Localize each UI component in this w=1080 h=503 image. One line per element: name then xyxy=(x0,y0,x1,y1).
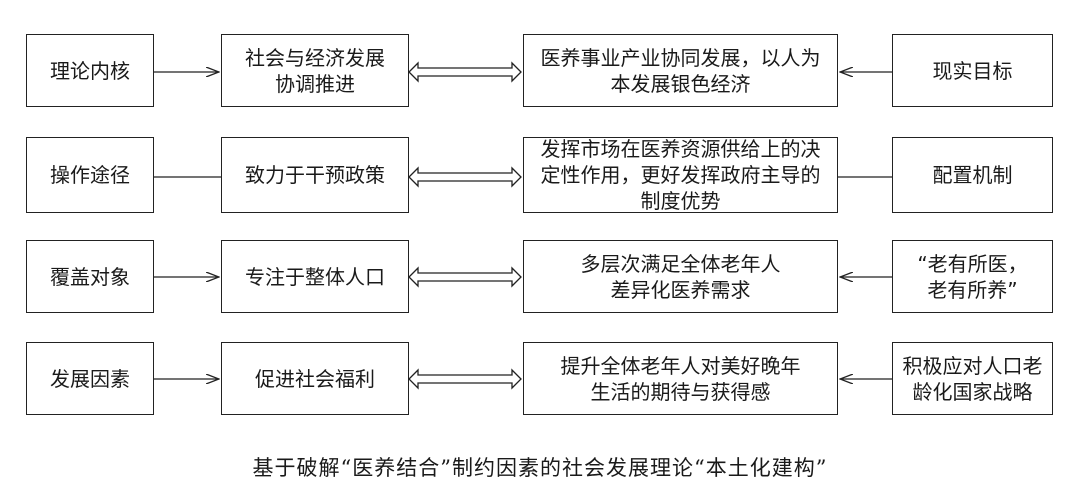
row2-col1-label: 操作途径 xyxy=(50,163,130,187)
row1-col2-label: 社会与经济发展 协调推进 xyxy=(245,45,385,96)
row1-col4-box: 现实目标 xyxy=(892,34,1053,107)
row3-col1-label: 覆盖对象 xyxy=(50,264,130,289)
row3-col3-label: 多层次满足全体老年人 差异化医养需求 xyxy=(580,251,781,302)
row3-col3-box: 多层次满足全体老年人 差异化医养需求 xyxy=(523,240,838,313)
row1-col3-label: 医养事业产业协同发展，以人为 本发展银色经济 xyxy=(540,45,821,96)
row1-col1-label: 理论内核 xyxy=(50,58,130,83)
row2-col1-box: 操作途径 xyxy=(26,137,154,213)
row4-col3-label: 提升全体老年人对美好晚年 生活的期待与获得感 xyxy=(560,353,801,404)
row3-col2-label: 专注于整体人口 xyxy=(245,264,385,289)
row4-col2-label: 促进社会福利 xyxy=(255,366,375,391)
row2-col3-box: 发挥市场在医养资源供给上的决 定性作用，更好发挥政府主导的 制度优势 xyxy=(523,137,838,213)
row4-col1-box: 发展因素 xyxy=(26,342,154,415)
row3-col4-box: “老有所医， 老有所养” xyxy=(892,240,1053,313)
row3-col4-label: “老有所医， 老有所养” xyxy=(917,251,1028,302)
row2-double-arrow xyxy=(408,166,522,188)
row1-col4-label: 现实目标 xyxy=(932,58,1013,83)
row1-col1-box: 理论内核 xyxy=(26,34,154,107)
row2-col4-box: 配置机制 xyxy=(892,137,1053,213)
row4-col3-box: 提升全体老年人对美好晚年 生活的期待与获得感 xyxy=(523,342,838,415)
row2-col3-label: 发挥市场在医养资源供给上的决 定性作用，更好发挥政府主导的 制度优势 xyxy=(540,137,821,213)
row2-col4-label: 配置机制 xyxy=(932,163,1013,187)
row2-col2-box: 致力于干预政策 xyxy=(221,137,409,213)
row4-double-arrow xyxy=(408,368,522,390)
figure-caption: 基于破解“医养结合”制约因素的社会发展理论“本土化建构” xyxy=(252,456,828,480)
row1-double-arrow xyxy=(408,61,522,83)
row3-double-arrow xyxy=(408,266,522,288)
row4-col1-label: 发展因素 xyxy=(50,366,130,391)
row4-col2-box: 促进社会福利 xyxy=(221,342,409,415)
row2-col2-label: 致力于干预政策 xyxy=(245,163,385,187)
row3-col2-box: 专注于整体人口 xyxy=(221,240,409,313)
row4-col4-label: 积极应对人口老 龄化国家战略 xyxy=(902,353,1043,404)
row3-col1-box: 覆盖对象 xyxy=(26,240,154,313)
row1-col3-box: 医养事业产业协同发展，以人为 本发展银色经济 xyxy=(523,34,838,107)
row1-col2-box: 社会与经济发展 协调推进 xyxy=(221,34,409,107)
row4-col4-box: 积极应对人口老 龄化国家战略 xyxy=(892,342,1053,415)
